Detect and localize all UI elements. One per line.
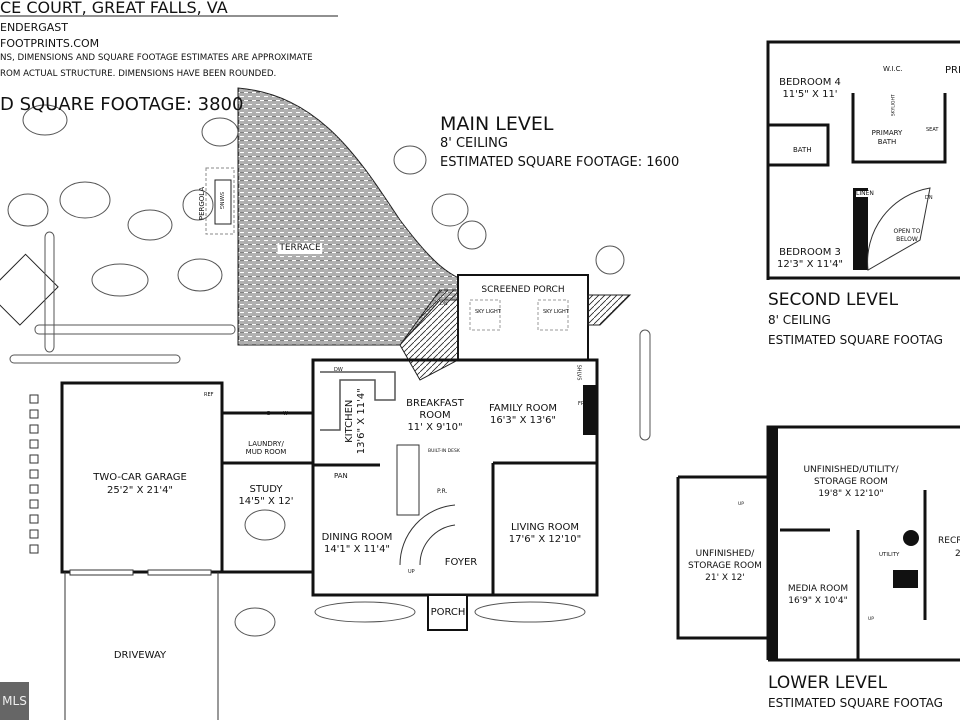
kitchen-counter	[320, 371, 396, 431]
bedroom-4-name: BEDROOM 4	[779, 77, 841, 88]
screened-porch	[457, 274, 589, 361]
dining-room-dimensions: 14'1" X 11'4"	[323, 544, 391, 555]
stair-wall	[853, 188, 868, 270]
utility-tank	[903, 530, 919, 546]
stairs-up-label: UP	[738, 502, 745, 507]
second-level-title: SECOND LEVEL	[768, 290, 899, 310]
screened-porch-label: SCREENED PORCH	[481, 285, 565, 295]
open-to-below-label: OPEN TO BELOW	[893, 228, 921, 243]
disclaimer-line: ROM ACTUAL STRUCTURE. DIMENSIONS HAVE BE…	[0, 69, 277, 79]
driveway-label: DRIVEWAY	[113, 650, 167, 661]
second-level-ceiling: 8' CEILING	[768, 313, 831, 327]
family-room-name: FAMILY ROOM	[488, 403, 558, 414]
skylight-label: SKY LIGHT	[543, 309, 569, 315]
garage-dimensions: 25'2" X 21'4"	[106, 485, 174, 496]
living-room-dimensions: 17'6" X 12'10"	[508, 534, 582, 545]
refrigerator-label: REF	[204, 392, 214, 398]
family-room-dimensions: 16'3" X 13'6"	[489, 415, 557, 426]
main-level-sqft: ESTIMATED SQUARE FOOTAGE: 1600	[440, 155, 680, 170]
kitchen-dimensions: 13'6" X 11'4"	[355, 388, 367, 455]
utility-equipment	[893, 570, 918, 588]
storage-room-name: UNFINISHED/	[695, 549, 755, 559]
laundry-label: MUD ROOM	[245, 448, 287, 456]
bedroom-4-dimensions: 11'5" X 11'	[782, 89, 838, 100]
dining-room-name: DINING ROOM	[321, 532, 393, 543]
study-name: STUDY	[249, 484, 283, 495]
swing	[214, 179, 232, 225]
second-level-walls	[766, 40, 960, 280]
utility-storage-dimensions: 19'8" X 12'10"	[818, 489, 884, 499]
landscaping	[7, 104, 651, 637]
storage-room-name: STORAGE ROOM	[688, 561, 762, 571]
bath-label: BATH	[793, 146, 812, 154]
stairs-up-label: UP	[868, 617, 875, 622]
seat-label: SEAT	[926, 127, 939, 133]
second-level-sqft: ESTIMATED SQUARE FOOTAG	[768, 333, 943, 347]
main-staircase	[396, 444, 456, 566]
linen-label: LINEN	[856, 190, 874, 197]
fireplace	[583, 385, 597, 435]
desk-label: BUILT-IN DESK	[428, 449, 460, 454]
stepping-stones	[29, 394, 39, 554]
study-dimensions: 14'5" X 12'	[238, 496, 294, 507]
recreation-room-label: RECR	[938, 536, 960, 546]
primary-bedroom-label: PRI	[945, 65, 960, 76]
laundry-label: LAUNDRY/	[248, 440, 284, 448]
dishwasher-label: DW	[334, 367, 343, 373]
primary-bath-label: PRIMARY	[871, 129, 903, 137]
fireplace-label: FP	[578, 401, 584, 407]
mls-watermark: MLS	[0, 682, 29, 720]
breakfast-name: ROOM	[419, 410, 451, 421]
second-level-stairs	[867, 187, 931, 271]
stairs-down-label: DN	[925, 195, 933, 201]
front-porch	[427, 594, 468, 631]
patio	[0, 253, 59, 326]
main-level-ceiling: 8' CEILING	[440, 136, 508, 151]
dryer-label: D	[267, 411, 271, 417]
foyer-label: FOYER	[444, 557, 478, 568]
total-square-footage: D SQUARE FOOTAGE: 3800	[0, 94, 244, 115]
shelves-label: SHLVS	[575, 364, 582, 381]
washer-label: W	[283, 411, 288, 417]
skylight-label: SKYLIGHT	[891, 94, 897, 117]
porch-label: PORCH	[430, 607, 466, 618]
bedroom-3-dimensions: 12'3" X 11'4"	[776, 259, 844, 270]
primary-bath-label: BATH	[877, 138, 897, 146]
breakfast-dimensions: 11' X 9'10"	[407, 422, 463, 433]
agent-name: ENDERGAST	[0, 21, 68, 34]
disclaimer-line: NS, DIMENSIONS AND SQUARE FOOTAGE ESTIMA…	[0, 53, 313, 63]
storage-room-dimensions: 21' X 12'	[705, 573, 745, 583]
skylight-label: SKY LIGHT	[475, 309, 501, 315]
garage-name: TWO-CAR GARAGE	[93, 472, 187, 483]
utility-label: UTILITY	[879, 552, 900, 558]
powder-room-label: P.R.	[437, 488, 448, 495]
kitchen-name: KITCHEN	[343, 399, 355, 443]
breakfast-name: BREAKFAST	[406, 398, 464, 409]
utility-storage-name: UNFINISHED/UTILITY/	[803, 465, 899, 475]
pantry-label: PAN	[334, 472, 348, 480]
living-room-name: LIVING ROOM	[510, 522, 580, 533]
main-level-title: MAIN LEVEL	[440, 113, 554, 135]
media-room-name: MEDIA ROOM	[787, 584, 849, 594]
swing-label: SWING	[218, 191, 225, 210]
website-link[interactable]: FOOTPRINTS.COM	[0, 37, 100, 50]
stairs-down-label: DN	[440, 301, 448, 307]
media-room-dimensions: 16'9" X 10'4"	[788, 596, 848, 606]
pergola	[205, 167, 235, 235]
property-address: CE COURT, GREAT FALLS, VA	[0, 0, 228, 17]
lower-level-title: LOWER LEVEL	[768, 673, 888, 693]
recreation-room-dimensions: 2	[955, 549, 960, 559]
terrace-label: TERRACE	[277, 243, 323, 255]
utility-storage-name: STORAGE ROOM	[814, 477, 888, 487]
porch-stairs-left	[399, 289, 459, 381]
porch-stairs-right	[587, 294, 632, 326]
pergola-label: PERGOLA	[198, 186, 207, 221]
lower-level-sqft: ESTIMATED SQUARE FOOTAG	[768, 696, 943, 710]
stairs-up-label: UP	[408, 569, 415, 575]
bedroom-3-name: BEDROOM 3	[779, 247, 841, 258]
walk-in-closet-label: W.I.C.	[883, 65, 903, 73]
lower-level-walls	[676, 425, 960, 662]
